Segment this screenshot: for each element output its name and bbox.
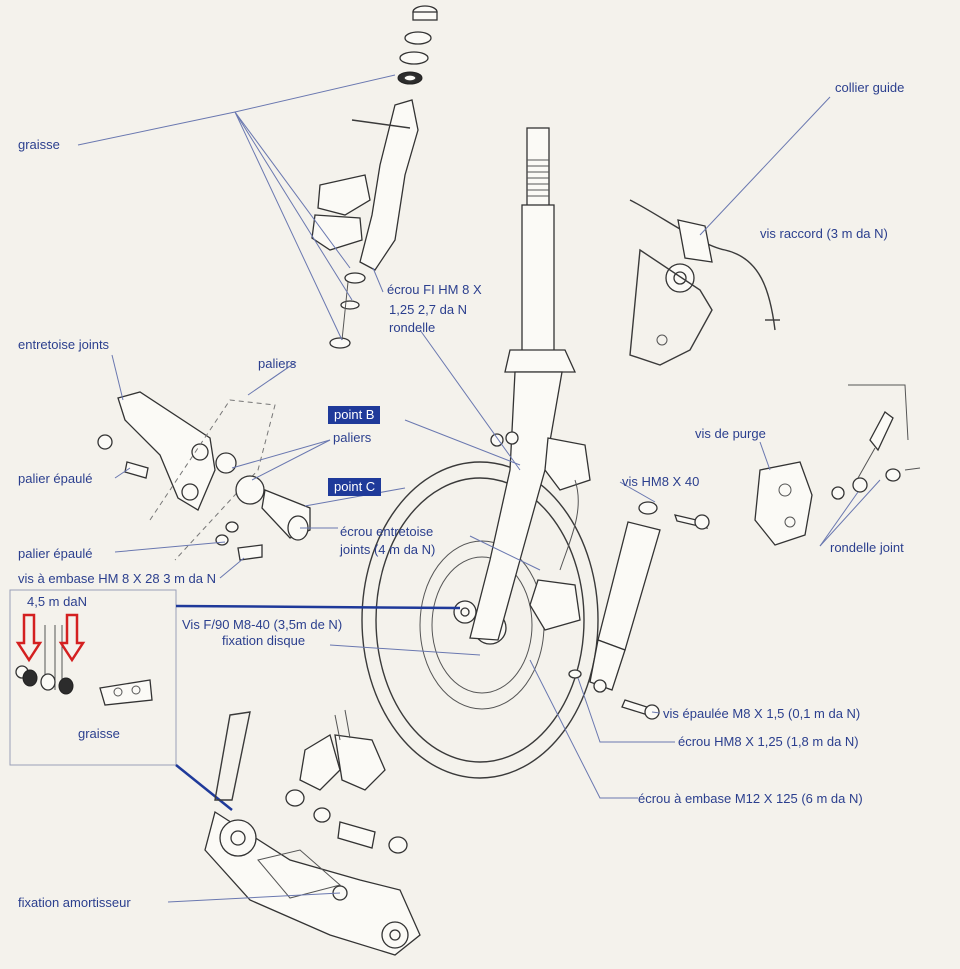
detail-inset — [9, 589, 177, 766]
label-rondelle-joint: rondelle joint — [830, 540, 904, 555]
label-ecrou-fi-line1: écrou FI HM 8 X — [387, 282, 482, 297]
steering-bracket — [311, 99, 419, 349]
label-point-b: point B — [328, 406, 381, 424]
label-vis-de-purge: vis de purge — [695, 426, 766, 441]
label-ecrou-embase: écrou à embase M12 X 125 (6 m da N) — [638, 791, 863, 806]
label-ecrou-entretoise-2: joints (4 m da N) — [340, 542, 436, 557]
label-palier-epaule-1: palier épaulé — [18, 471, 93, 486]
red-arrows — [15, 613, 86, 663]
label-vis-embase: vis à embase HM 8 X 28 3 m da N — [18, 571, 216, 586]
label-palier-epaule-2: palier épaulé — [18, 546, 93, 561]
label-vis-raccord: vis raccord (3 m da N) — [760, 226, 888, 241]
collier-guide-bracket — [629, 199, 780, 366]
label-graisse-top: graisse — [18, 137, 60, 152]
steering-stem — [504, 127, 577, 373]
label-graisse-inset: graisse — [78, 726, 120, 741]
fork-arm — [453, 371, 563, 641]
top-bearing-stack — [397, 5, 438, 85]
label-ecrou-entretoise-1: écrou entretoise — [340, 524, 434, 539]
label-vis-hm8: vis HM8 X 40 — [622, 474, 700, 489]
label-ecrou-fi-line2: 1,25 2,7 da N — [389, 302, 468, 317]
brake-caliper-front — [529, 437, 591, 631]
label-rondelle: rondelle — [389, 320, 436, 335]
label-paliers-1: paliers — [258, 356, 297, 371]
label-vis-epaulee: vis épaulée M8 X 1,5 (0,1 m da N) — [663, 706, 861, 721]
label-paliers-2: paliers — [333, 430, 372, 445]
rear-swing-arm — [204, 709, 421, 956]
label-fixation-amortisseur: fixation amortisseur — [18, 895, 131, 910]
swing-arm-left — [97, 391, 311, 561]
rear-caliper — [754, 384, 921, 546]
leader-lines — [77, 74, 881, 903]
label-vis-f90: Vis F/90 M8-40 (3,5m de N) — [182, 617, 343, 632]
label-collier-guide: collier guide — [835, 80, 905, 95]
label-ecrou-hm8: écrou HM8 X 1,25 (1,8 m da N) — [678, 734, 859, 749]
label-fixation-disque: fixation disque — [222, 633, 306, 648]
label-torque-45: 4,5 m daN — [27, 594, 87, 609]
label-point-c: point C — [328, 478, 382, 496]
shock-absorber — [568, 501, 710, 720]
label-entretoise-joints: entretoise joints — [18, 337, 110, 352]
